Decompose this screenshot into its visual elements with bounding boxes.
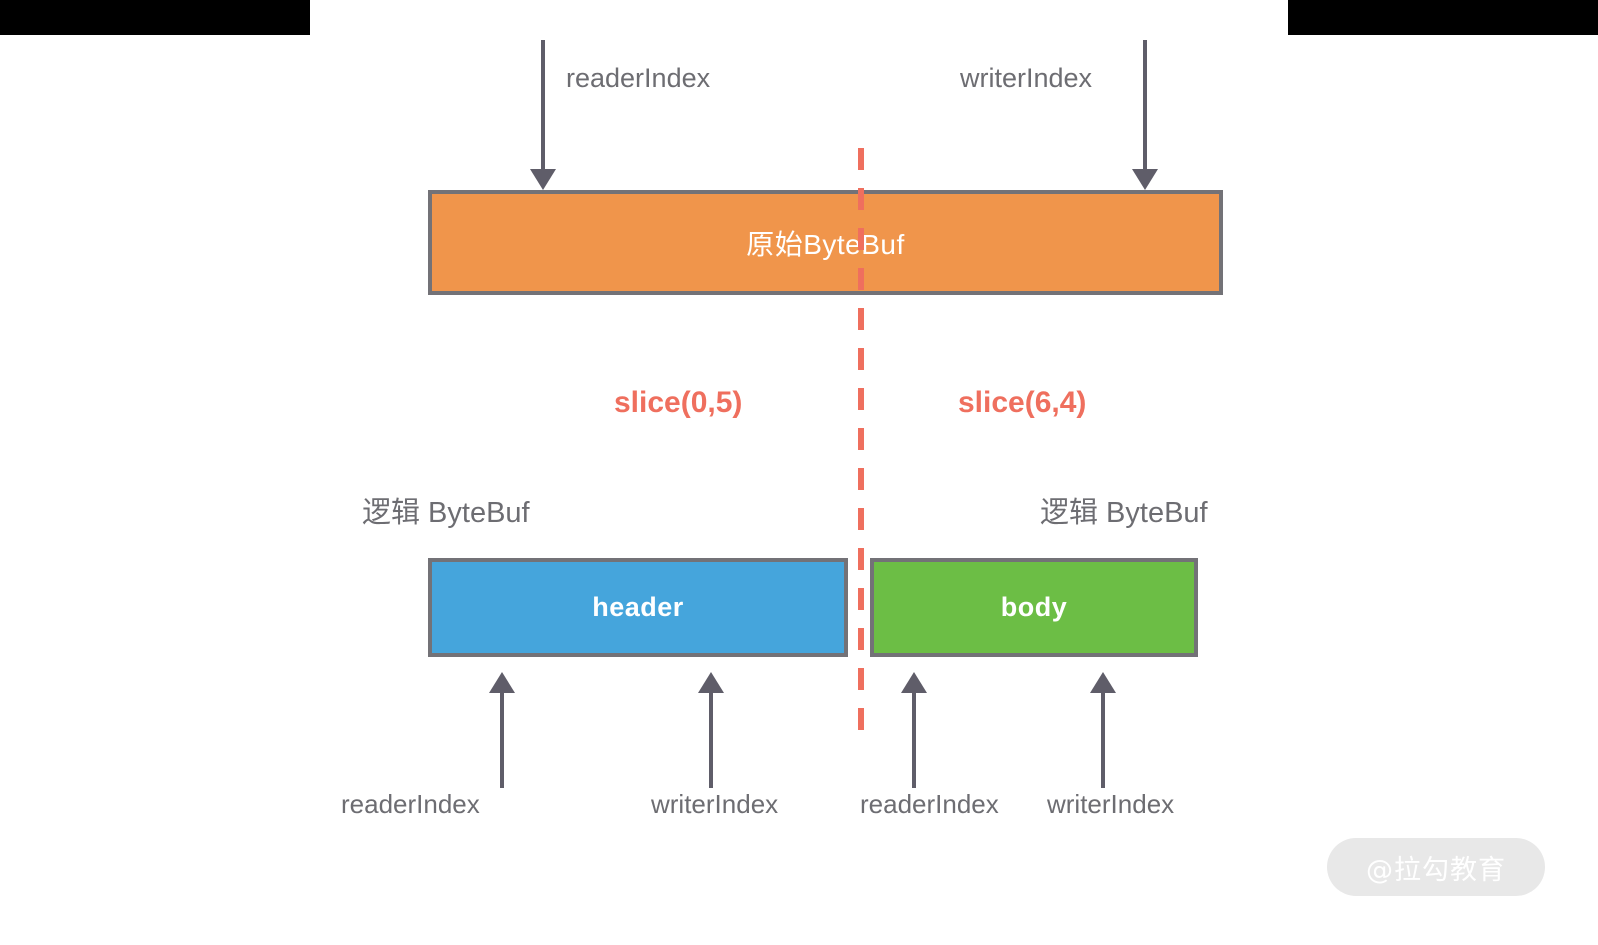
arrow-down-reader-index-original bbox=[541, 40, 545, 170]
arrow-up-writer-index-body bbox=[1101, 692, 1105, 788]
label-logical-bytebuf-header: 逻辑 ByteBuf bbox=[362, 497, 530, 529]
letterbox-bar-right bbox=[1288, 0, 1598, 35]
label-slice-header: slice(0,5) bbox=[614, 386, 743, 419]
label-writer-index-original: writerIndex bbox=[960, 63, 1093, 93]
label-reader-index-original: readerIndex bbox=[566, 63, 711, 93]
label-writer-index-header: writerIndex bbox=[651, 789, 779, 819]
original-bytebuf-bar: 原始ByteBuf bbox=[428, 190, 1223, 295]
original-bytebuf-label: 原始ByteBuf bbox=[746, 228, 905, 260]
watermark-badge: @拉勾教育 bbox=[1327, 838, 1545, 896]
watermark-text: @拉勾教育 bbox=[1366, 854, 1506, 886]
dashed-divider-line bbox=[858, 148, 864, 740]
arrow-down-writer-index-original bbox=[1143, 40, 1147, 170]
arrow-up-reader-index-body bbox=[912, 692, 916, 788]
header-bytebuf-bar: header bbox=[428, 558, 848, 657]
body-bytebuf-bar: body bbox=[870, 558, 1198, 657]
label-slice-body: slice(6,4) bbox=[958, 386, 1087, 419]
arrow-up-writer-index-header bbox=[709, 692, 713, 788]
body-bytebuf-label: body bbox=[1000, 592, 1068, 622]
header-bytebuf-label: header bbox=[592, 592, 684, 622]
letterbox-bar-left bbox=[0, 0, 310, 35]
arrow-up-reader-index-header bbox=[500, 692, 504, 788]
label-writer-index-body: writerIndex bbox=[1047, 789, 1175, 819]
label-logical-bytebuf-body: 逻辑 ByteBuf bbox=[1040, 497, 1208, 529]
label-reader-index-header: readerIndex bbox=[341, 789, 480, 819]
label-reader-index-body: readerIndex bbox=[860, 789, 999, 819]
